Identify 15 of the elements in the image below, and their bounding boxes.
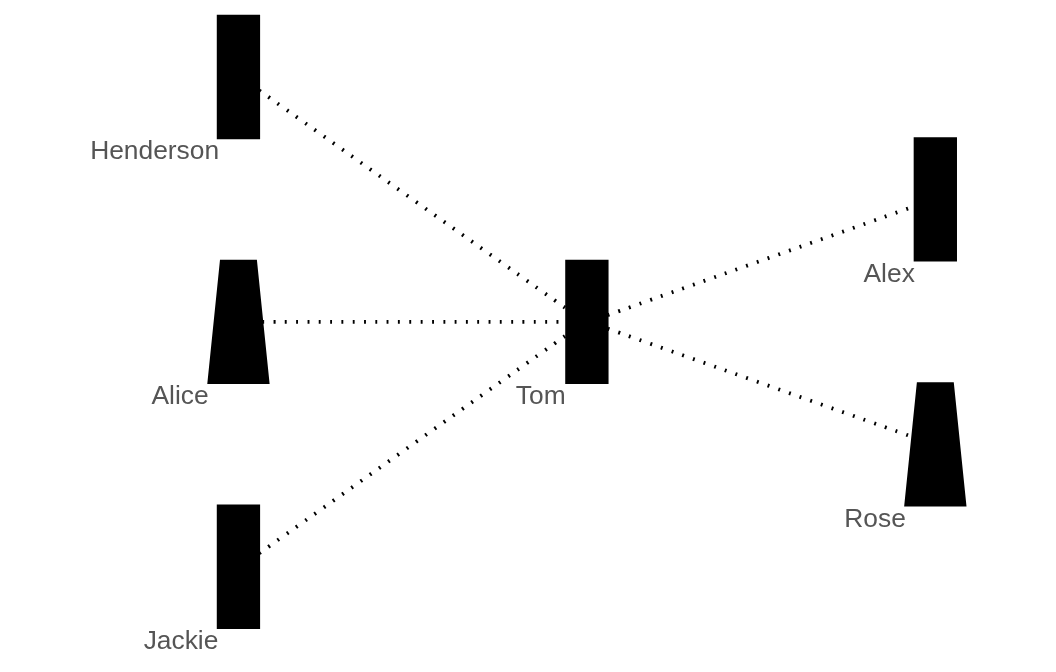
node-person [903,382,966,507]
node-label: Alice [150,380,209,411]
node-label: Rose [843,502,906,533]
node-person [216,504,260,629]
node-label: Jackie [143,625,218,656]
connector [606,326,912,439]
node-label: Henderson [89,135,219,166]
node-person [216,14,260,140]
node-label: Tom [515,380,566,411]
connector [257,89,567,310]
connector [257,334,567,555]
node-person [913,137,957,262]
node-person [564,259,609,385]
node-person [206,259,270,385]
node-label: Alex [863,257,915,288]
